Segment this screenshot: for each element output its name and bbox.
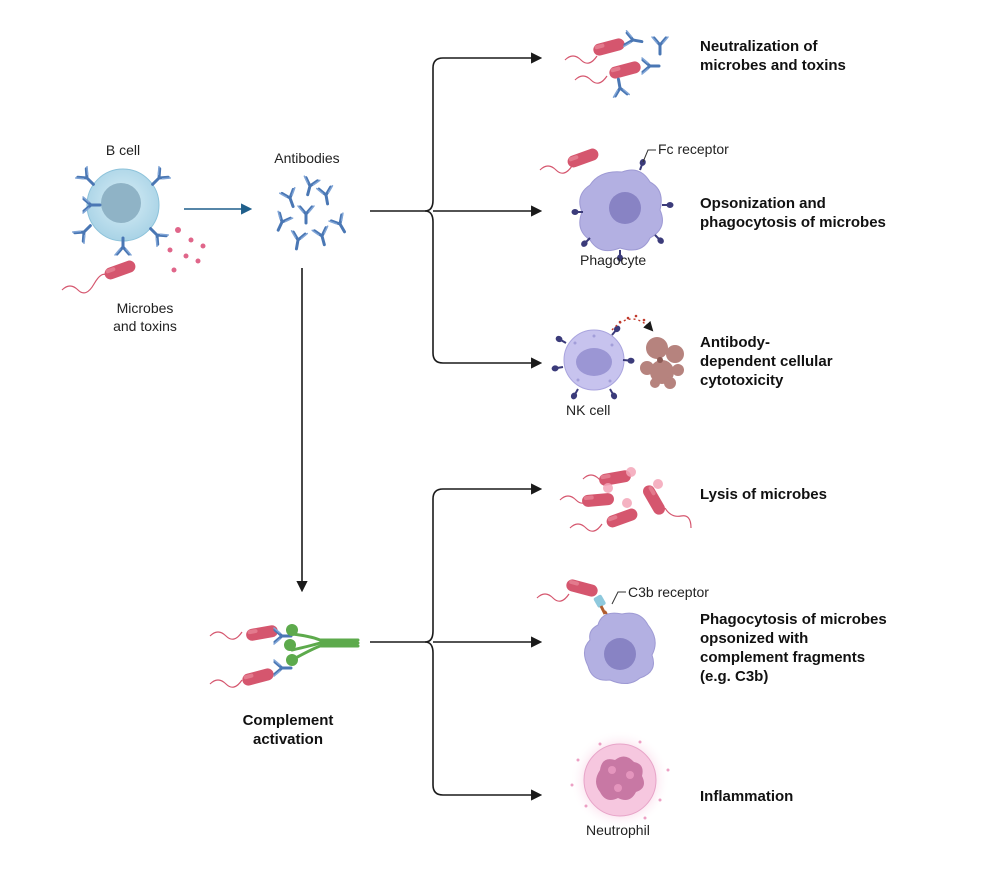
outcome-label-line: Inflammation bbox=[700, 788, 794, 805]
cytotoxic-granules-icon bbox=[611, 314, 654, 332]
phagocyte-label: Phagocyte bbox=[580, 252, 647, 268]
fc-receptor-pointer bbox=[642, 149, 656, 163]
outcome-label-line: opsonized with bbox=[700, 630, 809, 647]
outcome-label-line: Neutralization of bbox=[700, 38, 818, 55]
b-cell-icon bbox=[71, 165, 172, 257]
outcome-label-line: (e.g. C3b) bbox=[700, 668, 769, 685]
outcome-label-line: Opsonization and bbox=[700, 195, 826, 212]
outcome-label-line: cytotoxicity bbox=[700, 372, 784, 389]
c3b-phagocyte-icon bbox=[536, 578, 656, 684]
antibodies-label: Antibodies bbox=[274, 150, 340, 166]
complement-label-line1: Complement bbox=[242, 712, 334, 729]
phagocyte-icon bbox=[539, 146, 675, 263]
lysis-icon bbox=[559, 467, 692, 532]
outcome-label-line: phagocytosis of microbes bbox=[700, 214, 886, 231]
c3b-receptor-label: C3b receptor bbox=[628, 584, 709, 600]
toxin-dots bbox=[167, 227, 206, 273]
outcome-label-line: dependent cellular bbox=[700, 353, 833, 370]
c3b-receptor-pointer bbox=[611, 591, 626, 605]
neutrophil-label: Neutrophil bbox=[586, 822, 650, 838]
microbes-label-line1: Microbes bbox=[116, 300, 174, 316]
neutrophil-icon bbox=[570, 730, 670, 830]
microbe-icon bbox=[61, 258, 138, 294]
neutralization-icon bbox=[564, 29, 670, 99]
outcome-label-line: microbes and toxins bbox=[700, 57, 846, 74]
complement-icon bbox=[209, 624, 360, 688]
nk-cell-icon bbox=[550, 323, 636, 402]
bottom-branch-arrows bbox=[370, 483, 543, 801]
outcome-label-line: Antibody- bbox=[700, 334, 770, 351]
outcome-label-line: Phagocytosis of microbes bbox=[700, 611, 887, 628]
microbes-label-line2: and toxins bbox=[113, 318, 177, 334]
outcome-label-line: Lysis of microbes bbox=[700, 486, 827, 503]
outcome-label-line: complement fragments bbox=[700, 649, 866, 666]
dying-cell-icon bbox=[640, 337, 684, 389]
top-branch-arrows bbox=[370, 52, 543, 369]
fc-receptor-label: Fc receptor bbox=[658, 141, 729, 157]
nk-cell-label: NK cell bbox=[566, 402, 611, 418]
b-cell-label: B cell bbox=[105, 142, 141, 158]
antibodies-icon bbox=[269, 174, 353, 252]
complement-label-line2: activation bbox=[252, 731, 324, 748]
